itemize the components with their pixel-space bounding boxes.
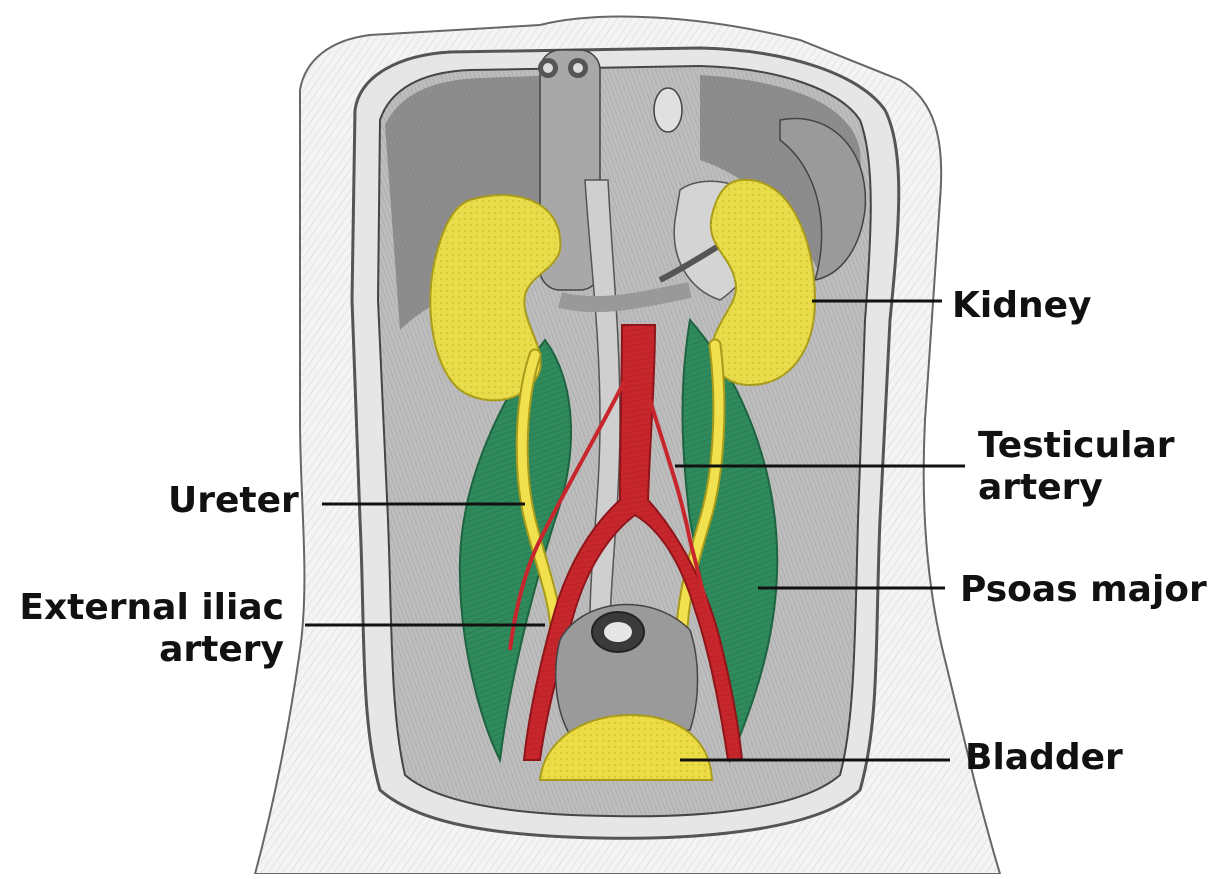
label-kidney: Kidney — [952, 285, 1092, 327]
label-testicular-line1: Testicular — [978, 425, 1175, 467]
label-iliac-line2: artery — [14, 629, 284, 671]
label-external-iliac-artery: External iliac artery — [14, 587, 284, 671]
label-bladder-text: Bladder — [965, 737, 1123, 779]
label-testicular-artery: Testicular artery — [978, 425, 1175, 509]
label-iliac-line1: External iliac — [14, 587, 284, 629]
label-ureter: Ureter — [168, 480, 299, 522]
label-psoas-text: Psoas major — [960, 569, 1207, 611]
label-kidney-text: Kidney — [952, 285, 1092, 327]
label-bladder: Bladder — [965, 737, 1123, 779]
label-testicular-line2: artery — [978, 467, 1175, 509]
label-psoas-major: Psoas major — [960, 569, 1207, 611]
label-ureter-text: Ureter — [168, 480, 299, 522]
